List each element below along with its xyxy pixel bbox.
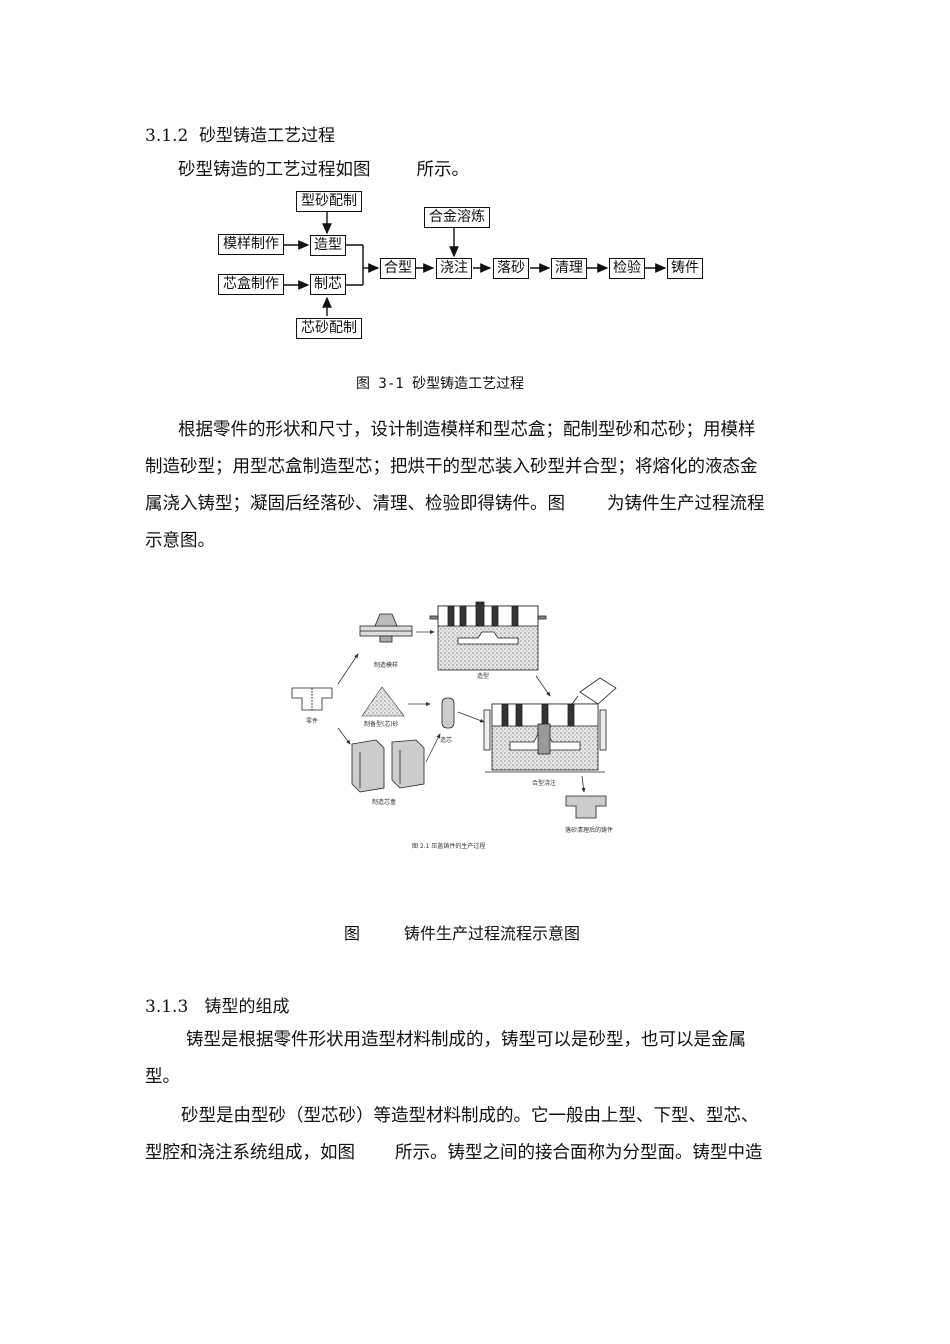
- process-flowchart: 型砂配制 模样制作 造型 芯盒制作 制芯 芯砂配制 合型 合金溶炼 浇注 落砂 …: [0, 0, 950, 360]
- sand-pile: [361, 686, 405, 717]
- section-title: 砂型铸造工艺过程: [199, 126, 336, 146]
- label-pattern: 制造模样: [374, 661, 398, 669]
- paragraph-1-line-4: 示意图。: [145, 531, 215, 551]
- pattern-drawing: [359, 613, 413, 643]
- box-xingsha: 型砂配制: [296, 191, 362, 212]
- label-sand: 制备型(芯)砂: [364, 720, 399, 728]
- part-drawing: [291, 687, 333, 711]
- paragraph-2-line-2: 型。: [145, 1067, 180, 1087]
- label-casting: 落砂清理后的铸件: [565, 826, 613, 834]
- paragraph-1-line-2: 制造砂型；用型芯盒制造型芯；把烘干的型芯装入砂型并合型；将熔化的液态金: [145, 457, 758, 477]
- paragraph-3-line-1: 砂型是由型砂（型芯砂）等造型材料制成的。它一般由上型、下型、型芯、: [181, 1106, 759, 1126]
- box-hejin: 合金溶炼: [424, 207, 490, 228]
- label-part: 零件: [306, 717, 318, 725]
- box-xinsha: 芯砂配制: [296, 318, 362, 339]
- intro-line: 砂型铸造的工艺过程如图所示。: [178, 160, 469, 180]
- section-title: 铸型的组成: [204, 997, 290, 1017]
- label-closed-mould: 合型浇注: [532, 779, 556, 787]
- core-box-drawing: [351, 739, 425, 793]
- label-core-box: 制造芯盒: [372, 798, 396, 806]
- box-jianyan: 检验: [609, 258, 645, 279]
- box-muyang: 模样制作: [218, 234, 284, 255]
- flowchart-arrows: [282, 211, 667, 316]
- paragraph-3-line-2: 型腔和浇注系统组成，如图所示。铸型之间的接合面称为分型面。铸型中造: [145, 1143, 763, 1163]
- label-mould: 造型: [477, 672, 489, 680]
- box-zaoxing: 造型: [310, 235, 346, 256]
- box-jiaozhu: 浇注: [436, 258, 472, 279]
- label-core: 造芯: [440, 736, 452, 744]
- paragraph-1-line-1: 根据零件的形状和尺寸，设计制造模样和型芯盒；配制型砂和芯砂；用模样: [178, 420, 756, 440]
- section-number: 3.1.2: [145, 126, 189, 146]
- section-heading-312: 3.1.2 砂型铸造工艺过程: [145, 121, 335, 146]
- box-hexing: 合型: [380, 258, 416, 279]
- mould-drawing: [429, 601, 547, 671]
- box-zhujian: 铸件: [667, 258, 703, 279]
- illustration-caption: 图 2.1 压盖铸件的生产过程: [412, 842, 485, 850]
- casting-drawing: [565, 795, 607, 819]
- section-number: 3.1.3: [145, 997, 189, 1017]
- paragraph-2-line-1: 铸型是根据零件形状用造型材料制成的，铸型可以是砂型，也可以是金属: [186, 1030, 746, 1050]
- box-zhixin: 制芯: [310, 274, 346, 295]
- paragraph-1-line-3: 属浇入铸型；凝固后经落砂、清理、检验即得铸件。图为铸件生产过程流程: [145, 494, 765, 514]
- casting-process-illustration: 制造模样 造型 零件 制备型(芯)砂 造芯 制造芯盒: [291, 601, 617, 850]
- box-xinhe: 芯盒制作: [218, 274, 284, 295]
- closed-mould-drawing: [483, 677, 617, 773]
- figure-caption-process: 图铸件生产过程流程示意图: [344, 924, 581, 943]
- box-luosha: 落砂: [493, 258, 529, 279]
- core-drawing: [441, 697, 455, 729]
- box-qingli: 清理: [551, 258, 587, 279]
- section-heading-313: 3.1.3 铸型的组成: [145, 992, 289, 1017]
- figure-caption-3-1: 图 3-1 砂型铸造工艺过程: [356, 376, 525, 392]
